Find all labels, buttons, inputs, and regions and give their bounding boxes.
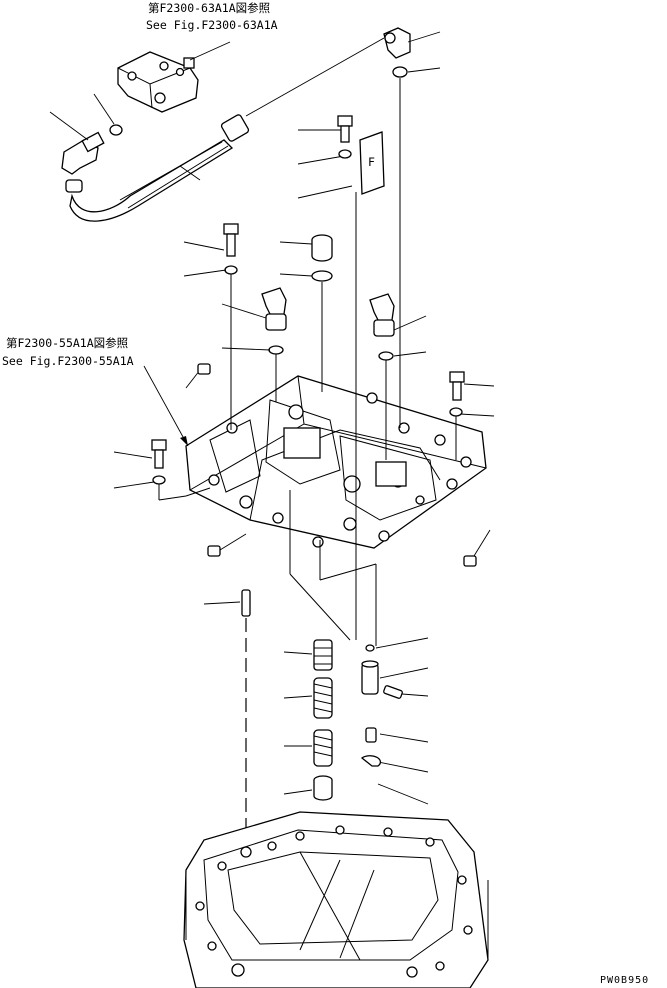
o-ring-mid-right bbox=[378, 351, 394, 361]
callout-leaders-lower bbox=[203, 601, 429, 805]
valve-block bbox=[117, 51, 199, 113]
o-ring-plug bbox=[311, 270, 333, 282]
hose-assembly bbox=[65, 114, 250, 222]
lower-ref-leader bbox=[143, 365, 189, 447]
bracket-plate: F bbox=[359, 131, 385, 195]
bracket-mark: F bbox=[368, 155, 375, 169]
bolt-left bbox=[151, 439, 167, 469]
valve-sleeve bbox=[361, 660, 379, 695]
spring-upper bbox=[313, 677, 333, 719]
washer-upper bbox=[338, 149, 352, 159]
plug bbox=[311, 234, 333, 262]
upper-ref-leader bbox=[189, 41, 231, 61]
callout-leaders-upper bbox=[49, 31, 441, 199]
o-ring-mid-left bbox=[268, 345, 284, 355]
plug-small-right bbox=[463, 529, 491, 567]
plug-spool bbox=[313, 775, 333, 801]
elbow-fitting-left bbox=[61, 131, 105, 175]
roll-pin bbox=[383, 685, 403, 699]
spring-lower bbox=[313, 729, 333, 767]
lower-reference-en: See Fig.F2300-55A1A bbox=[2, 354, 134, 368]
snap-ring bbox=[360, 755, 382, 767]
upper-reference-jp: 第F2300-63A1A図参照 bbox=[148, 1, 270, 15]
upper-reference-en: See Fig.F2300-63A1A bbox=[146, 18, 278, 32]
ball bbox=[365, 644, 375, 652]
elbow-fitting-mid-left bbox=[261, 287, 287, 331]
lower-reference-jp: 第F2300-55A1A図参照 bbox=[6, 336, 128, 350]
plug-small-left bbox=[207, 533, 247, 557]
elbow-fitting-top bbox=[383, 27, 411, 59]
callout-leaders-middle bbox=[113, 241, 495, 489]
plug-small-upper bbox=[197, 363, 211, 375]
o-ring-top bbox=[392, 66, 408, 78]
valve-spool bbox=[313, 639, 333, 671]
bolt-right bbox=[449, 371, 465, 401]
small-spring bbox=[365, 727, 377, 743]
washer-mid-left bbox=[224, 265, 238, 275]
lower-ref-arrow bbox=[180, 436, 188, 446]
transmission-case bbox=[183, 811, 489, 988]
bolt-mid-left bbox=[223, 223, 239, 257]
o-ring-left bbox=[109, 124, 123, 136]
bolt-upper bbox=[337, 115, 353, 143]
hose-connector-line bbox=[245, 37, 385, 117]
control-valve-body bbox=[185, 375, 487, 549]
washer-right bbox=[449, 407, 463, 417]
washer-left bbox=[152, 475, 166, 485]
elbow-fitting-mid-right bbox=[369, 293, 395, 337]
assembly-guide-lines bbox=[158, 78, 457, 646]
dowel-pin bbox=[241, 589, 251, 617]
figure-code: PW0B950 bbox=[600, 975, 649, 986]
